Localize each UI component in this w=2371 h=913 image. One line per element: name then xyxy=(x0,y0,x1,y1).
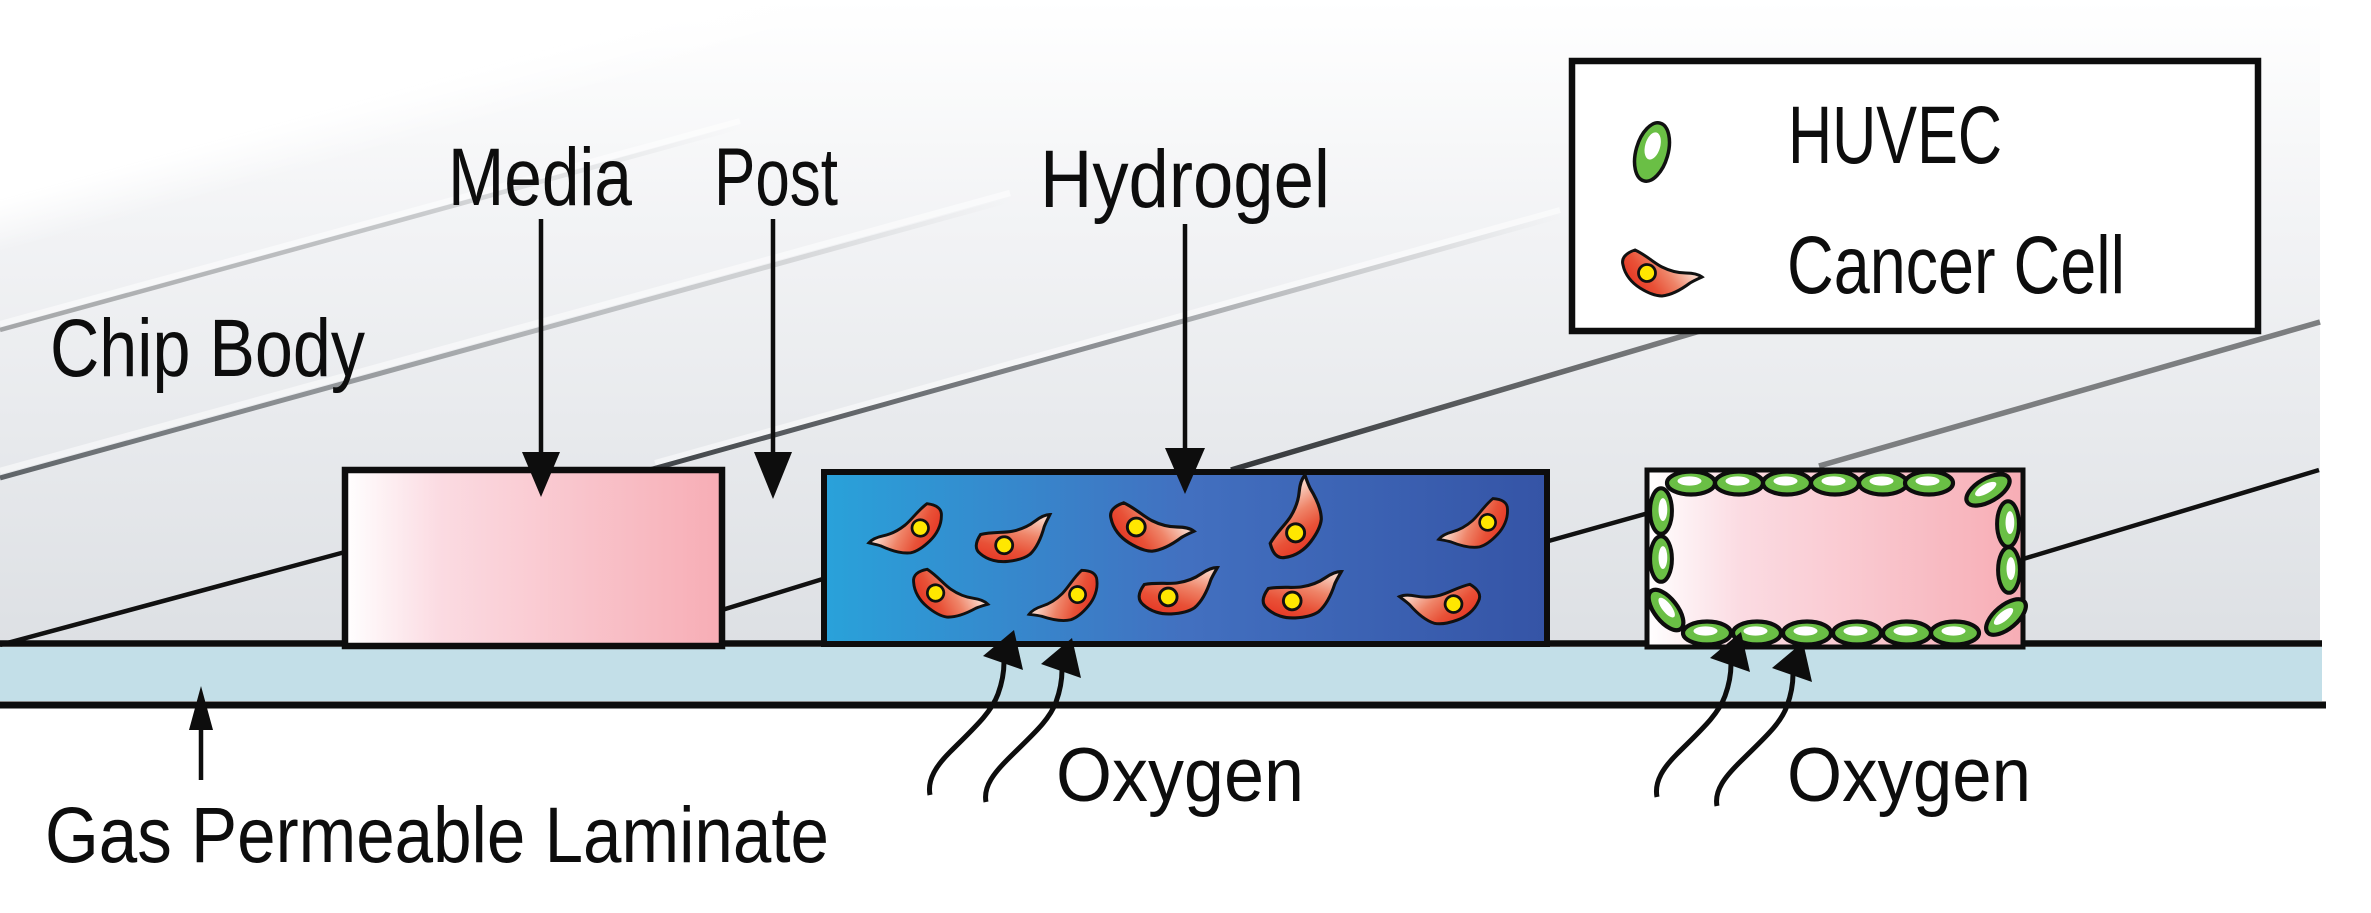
svg-text:Media: Media xyxy=(448,132,632,223)
svg-text:Oxygen: Oxygen xyxy=(1056,733,1304,818)
svg-text:Oxygen: Oxygen xyxy=(1787,733,2031,818)
svg-text:Chip Body: Chip Body xyxy=(50,303,365,394)
svg-text:Cancer Cell: Cancer Cell xyxy=(1787,220,2125,311)
svg-text:Hydrogel: Hydrogel xyxy=(1040,134,1330,225)
svg-text:Post: Post xyxy=(714,132,838,223)
svg-text:Gas Permeable Laminate: Gas Permeable Laminate xyxy=(45,790,829,879)
svg-text:HUVEC: HUVEC xyxy=(1788,90,2002,181)
